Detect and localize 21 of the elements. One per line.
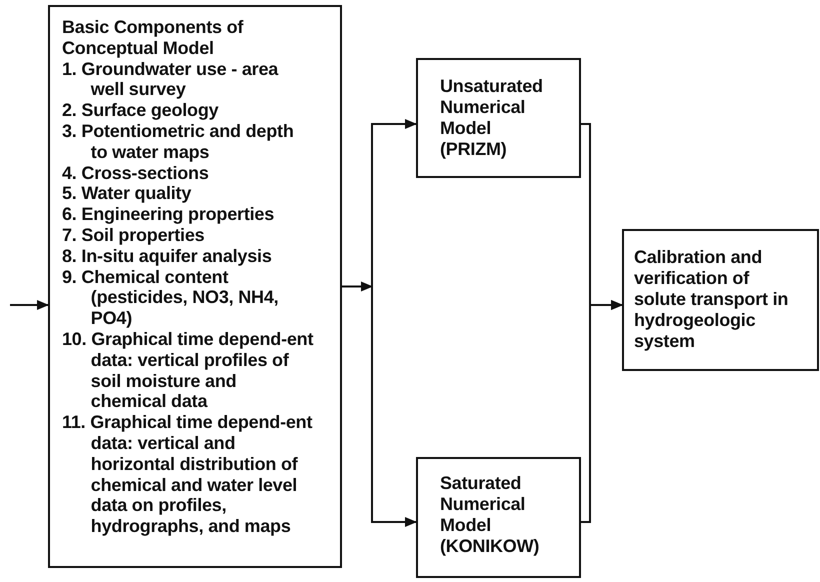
box-label: Calibration and verification of solute transport in hydrogeologic system xyxy=(634,247,790,352)
box-heading: Basic Components of Conceptual Model xyxy=(62,17,244,59)
list-item: 8. In-situ aquifer analysis xyxy=(62,246,273,267)
list-item: 7. Soil properties xyxy=(62,224,206,246)
list-item: 11. Graphical time depend-ent data: vertical and horizontal distribution of chemical and water level data on profiles, hydrographs, and maps xyxy=(62,412,314,537)
process-box xyxy=(48,5,342,568)
box-label: Unsaturated Numerical Model (PRIZM) xyxy=(440,76,544,160)
list-item: 5. Water quality xyxy=(62,183,192,204)
process-box xyxy=(416,457,581,578)
box-label: Saturated Numerical Model (KONIKOW) xyxy=(440,473,540,557)
list-item: 1. Groundwater use - area well survey xyxy=(62,58,280,100)
arrow xyxy=(581,300,623,523)
arrow xyxy=(10,300,49,310)
list-item: 6. Engineering properties xyxy=(62,204,276,225)
process-box xyxy=(416,58,581,178)
list-item: 9. Chemical content (pesticides, NO3, NH4, PO4) xyxy=(62,266,280,329)
list-item: 10. Graphical time depend-ent data: vertical profiles of soil moisture and chemical data xyxy=(62,328,314,412)
list-item: 2. Surface geology xyxy=(62,100,220,121)
list-item: 4. Cross-sections xyxy=(62,162,210,184)
process-box xyxy=(622,229,819,371)
list-item: 3. Potentiometric and depth to water maps xyxy=(62,120,295,163)
